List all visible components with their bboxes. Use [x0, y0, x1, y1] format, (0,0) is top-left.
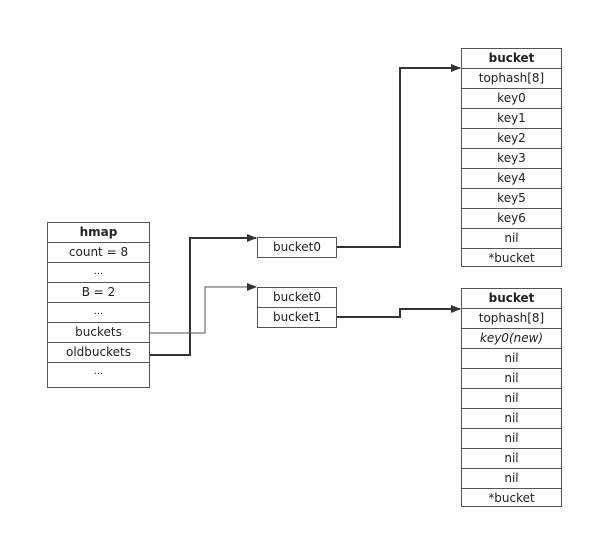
bucket-field-nil: nil — [462, 429, 561, 449]
hmap-field-oldbuckets: oldbuckets — [48, 343, 149, 363]
bucket-array-entry: bucket0 — [272, 240, 322, 254]
bucket-array-entry: bucket1 — [272, 310, 322, 324]
hmap-field-ellipsis: ... — [48, 303, 149, 323]
hmap-field-count: count = 8 — [48, 243, 149, 263]
bucket-array-entry: bucket0 — [258, 288, 336, 308]
bucket-field-key: key3 — [462, 149, 561, 169]
bucket-field-nil: nil — [462, 409, 561, 429]
bucket-title: bucket — [462, 289, 561, 309]
hmap-field-b: B = 2 — [48, 283, 149, 303]
bucket-field-key-new: key0(new) — [462, 329, 561, 349]
bucket-field-tophash: tophash[8] — [462, 69, 561, 89]
hmap-field-ellipsis: ... — [93, 366, 104, 377]
hmap-title: hmap — [48, 223, 149, 243]
hmap-struct: hmap count = 8 ... B = 2 ... buckets old… — [47, 222, 150, 388]
bucket-struct-top: bucket tophash[8] key0 key1 key2 key3 ke… — [461, 48, 562, 267]
bucket1-to-bottom-bucket-arrow — [337, 305, 461, 318]
bucket-field-key: key0 — [462, 89, 561, 109]
bucket-field-key: key5 — [462, 189, 561, 209]
bucket-field-key: key6 — [462, 209, 561, 229]
bucket-field-nil: nil — [462, 349, 561, 369]
bucket-field-key: key4 — [462, 169, 561, 189]
bucket-field-key: key2 — [462, 129, 561, 149]
bucket-field-nil: nil — [462, 469, 561, 489]
bucket-field-nil: nil — [462, 389, 561, 409]
old-bucket-array: bucket0 bucket1 — [257, 287, 337, 328]
bucket-field-key: key1 — [462, 109, 561, 129]
new-bucket-array: bucket0 — [257, 237, 337, 258]
bucket-field-overflow: *bucket — [488, 251, 535, 265]
bucket-field-tophash: tophash[8] — [462, 309, 561, 329]
bucket-title: bucket — [462, 49, 561, 69]
hmap-field-buckets: buckets — [48, 323, 149, 343]
bucket-field-nil: nil — [462, 369, 561, 389]
buckets-arrow — [150, 283, 257, 334]
hmap-field-ellipsis: ... — [48, 263, 149, 283]
bucket-struct-bottom: bucket tophash[8] key0(new) nil nil nil … — [461, 288, 562, 507]
bucket0-to-top-bucket-arrow — [337, 64, 461, 248]
bucket-field-nil: nil — [462, 229, 561, 249]
bucket-field-nil: nil — [462, 449, 561, 469]
bucket-field-overflow: *bucket — [488, 491, 535, 505]
oldbuckets-arrow — [150, 234, 257, 356]
